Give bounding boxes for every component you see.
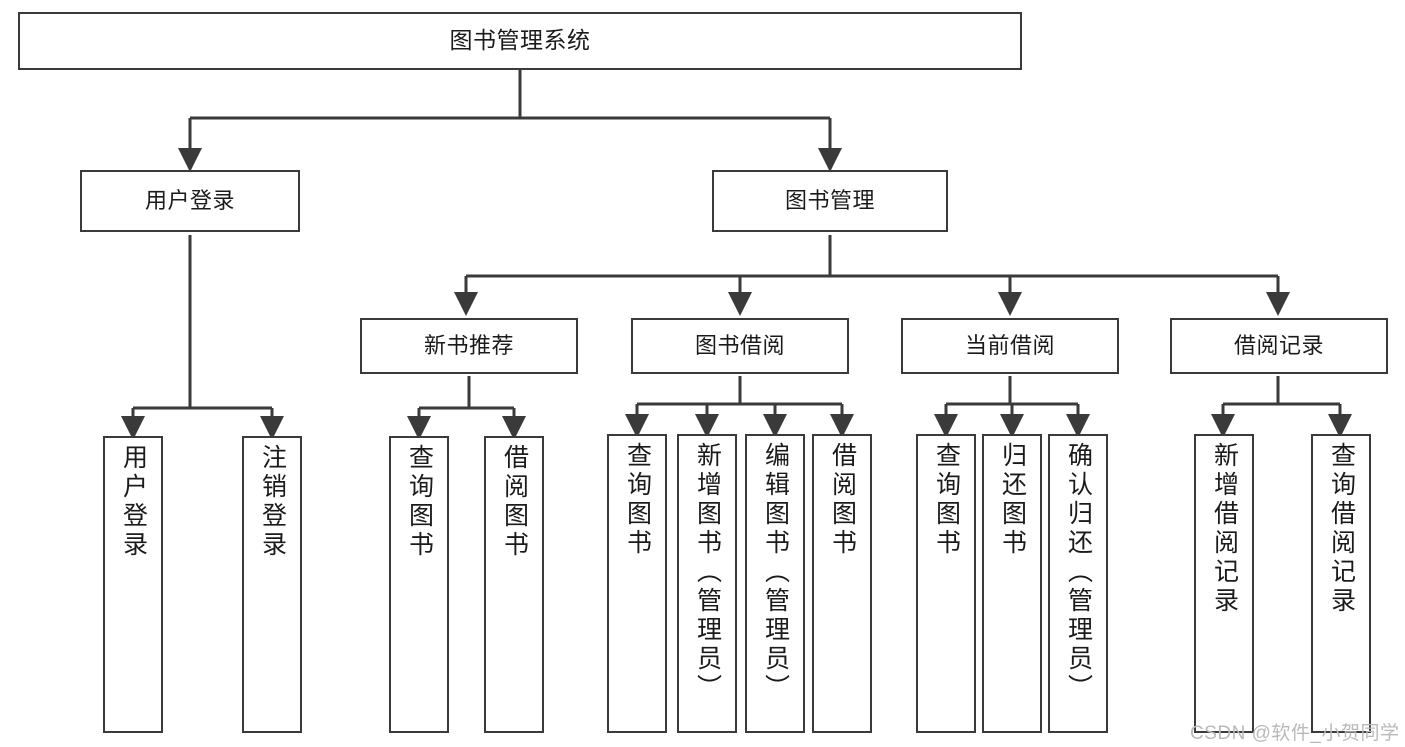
leaf-query-book-2[interactable]: 查询图书 (607, 434, 667, 733)
node-book-borrow[interactable]: 图书借阅 (631, 318, 849, 374)
node-label: 用户登录 (144, 187, 235, 213)
node-label: 新书推荐 (423, 332, 514, 358)
node-label: 新增借阅记录 (1210, 442, 1239, 616)
node-label: 确认归还（管理员） (1064, 442, 1093, 703)
leaf-query-book-1[interactable]: 查询图书 (389, 436, 449, 733)
node-label: 查询图书 (932, 442, 961, 558)
leaf-user-login[interactable]: 用户登录 (103, 436, 163, 733)
node-label: 借阅记录 (1233, 332, 1324, 358)
leaf-query-record[interactable]: 查询借阅记录 (1311, 434, 1371, 733)
node-label: 借阅图书 (500, 444, 529, 560)
leaf-add-record[interactable]: 新增借阅记录 (1194, 434, 1254, 733)
leaf-query-book-3[interactable]: 查询图书 (916, 434, 976, 733)
node-label: 图书借阅 (694, 332, 785, 358)
node-label: 图书管理 (784, 187, 875, 213)
node-label: 查询图书 (623, 442, 652, 558)
node-label: 当前借阅 (964, 332, 1055, 358)
leaf-logout-login[interactable]: 注销登录 (242, 436, 302, 733)
node-label: 归还图书 (998, 442, 1027, 558)
node-label: 查询借阅记录 (1327, 442, 1356, 616)
leaf-confirm-return[interactable]: 确认归还（管理员） (1048, 434, 1108, 733)
watermark: CSDN @软件_小贺同学 (1190, 723, 1400, 744)
leaf-return-book[interactable]: 归还图书 (982, 434, 1042, 733)
node-label: 借阅图书 (828, 442, 857, 558)
node-label: 新增图书（管理员） (693, 442, 722, 703)
node-label: 用户登录 (119, 444, 148, 560)
node-user-login[interactable]: 用户登录 (80, 170, 300, 232)
node-new-book-recommend[interactable]: 新书推荐 (360, 318, 578, 374)
leaf-borrow-book-2[interactable]: 借阅图书 (812, 434, 872, 733)
node-label: 编辑图书（管理员） (761, 442, 790, 703)
node-book-management[interactable]: 图书管理 (712, 170, 948, 232)
leaf-borrow-book-1[interactable]: 借阅图书 (484, 436, 544, 733)
node-borrow-record[interactable]: 借阅记录 (1170, 318, 1388, 374)
node-label: 图书管理系统 (449, 27, 591, 54)
leaf-edit-book[interactable]: 编辑图书（管理员） (745, 434, 805, 733)
node-root-book-management-system[interactable]: 图书管理系统 (18, 12, 1022, 70)
node-current-borrow[interactable]: 当前借阅 (901, 318, 1119, 374)
leaf-add-book[interactable]: 新增图书（管理员） (677, 434, 737, 733)
node-label: 查询图书 (405, 444, 434, 560)
node-label: 注销登录 (258, 444, 287, 560)
